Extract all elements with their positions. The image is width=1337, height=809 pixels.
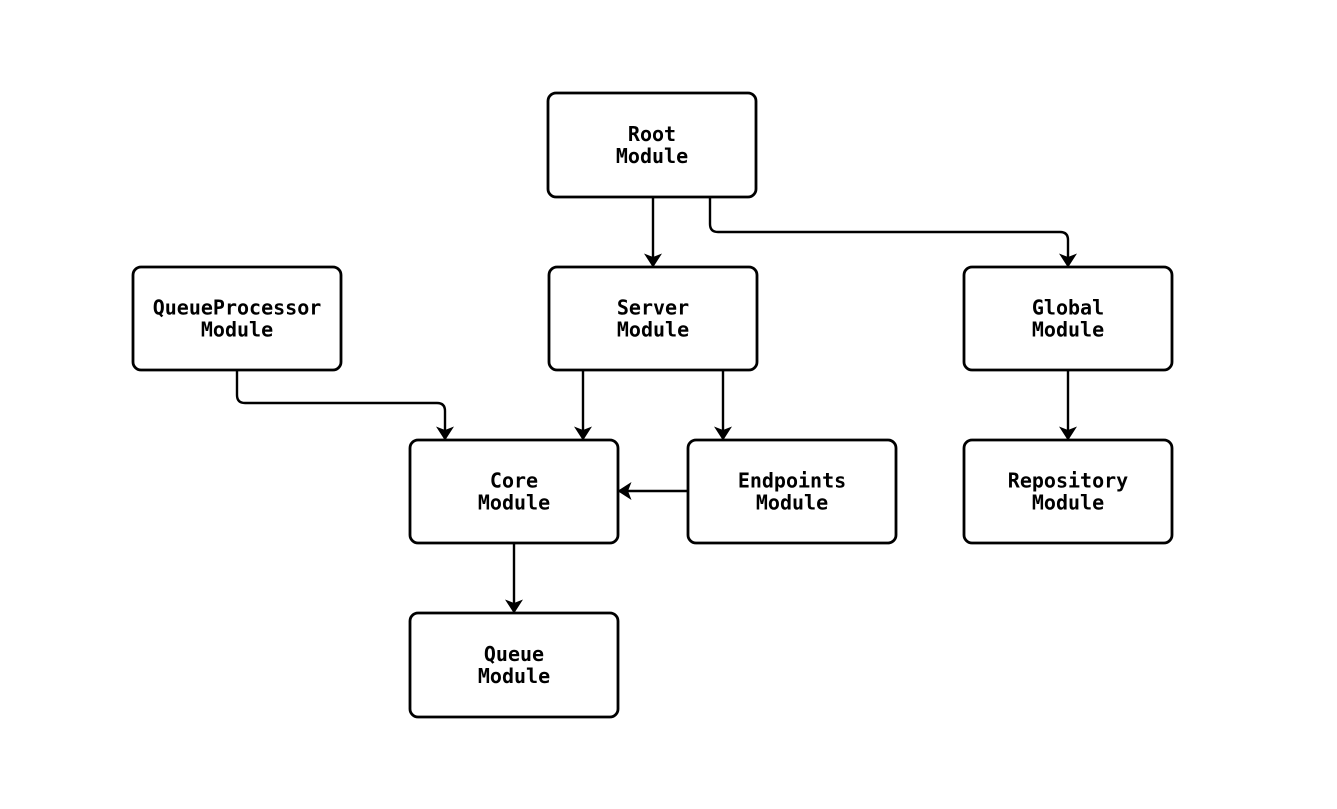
node-label-repository-line1: Repository [1008, 469, 1128, 493]
node-box-endpoints [686, 438, 898, 545]
node-box-core [408, 438, 620, 545]
node-label-server-line2: Module [617, 318, 689, 342]
node-label-root-line1: Root [628, 122, 676, 146]
node-box-global [962, 265, 1174, 372]
node-label-core-line2: Module [478, 491, 550, 515]
node-label-core-line1: Core [490, 469, 538, 493]
node-box-queueprocessor [131, 265, 343, 372]
node-label-endpoints-line2: Module [756, 491, 828, 515]
node-box-queue [408, 611, 620, 719]
edge-queueprocessor-to-core [235, 370, 454, 441]
node-label-repository-line2: Module [1032, 491, 1104, 515]
node-box-repository [962, 438, 1174, 545]
node-label-root-line2: Module [616, 144, 688, 168]
node-label-queue-line2: Module [478, 664, 550, 688]
edge-root-to-global [708, 197, 1077, 268]
node-label-endpoints-line1: Endpoints [738, 469, 846, 493]
node-label-global-line1: Global [1032, 296, 1104, 320]
node-box-server [547, 265, 759, 372]
node-label-queueprocessor-line1: QueueProcessor [153, 296, 322, 320]
node-label-server-line1: Server [617, 296, 689, 320]
node-label-global-line2: Module [1032, 318, 1104, 342]
node-box-root [546, 91, 758, 199]
node-label-queueprocessor-line2: Module [201, 318, 273, 342]
node-label-queue-line1: Queue [484, 642, 544, 666]
